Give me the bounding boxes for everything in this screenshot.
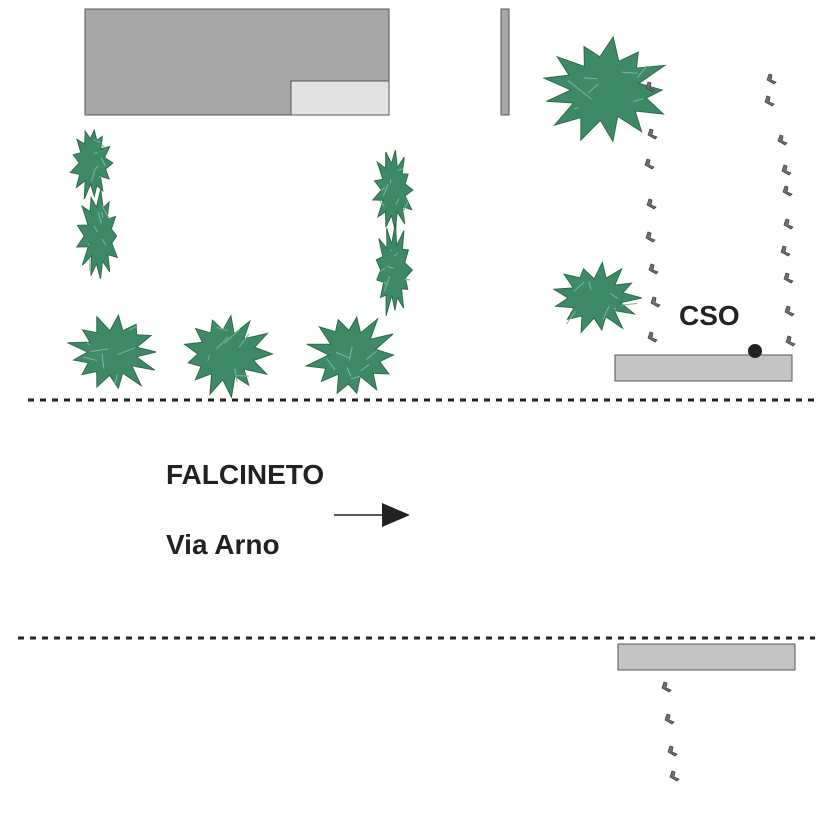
street-label: Via Arno — [166, 529, 280, 560]
pole-marker — [645, 81, 656, 93]
pole-marker — [648, 263, 659, 275]
pole-marker — [644, 158, 655, 170]
tree-shrub-1 — [67, 313, 157, 390]
pole-marker — [664, 713, 675, 725]
pole-marker — [784, 305, 795, 317]
pole-marker — [783, 218, 794, 230]
tree-shrub-3 — [304, 315, 395, 395]
pole-markers-layer — [644, 73, 796, 782]
pole-marker — [781, 164, 792, 176]
pole-marker — [764, 95, 775, 107]
pole-marker — [646, 198, 657, 210]
pole-marker — [650, 296, 661, 308]
tree-hedge-left-bottom — [75, 189, 119, 279]
pole-marker — [783, 272, 794, 284]
cso-label: CSO — [679, 300, 740, 331]
town-label: FALCINETO — [166, 459, 325, 490]
pole-marker — [647, 128, 658, 140]
tree-hedge-right-top — [371, 149, 414, 232]
pole-marker — [667, 745, 678, 757]
curb-south — [617, 643, 796, 671]
building-annex — [290, 80, 390, 116]
road-layer — [18, 398, 815, 640]
pole-marker — [766, 73, 777, 85]
pole-marker — [661, 681, 672, 693]
pole-marker — [780, 245, 791, 257]
pole-marker — [782, 185, 793, 197]
pole-marker — [785, 335, 796, 347]
trees-layer — [67, 35, 667, 399]
tree-shrub-2 — [183, 314, 274, 399]
buildings-layer — [84, 8, 796, 671]
flow-arrow-head — [382, 503, 410, 527]
tree-hedge-left-top — [69, 128, 114, 200]
pole-marker — [647, 331, 658, 343]
curb-north — [614, 354, 793, 382]
cso-point — [748, 344, 762, 358]
tree-small-right — [552, 260, 642, 334]
tree-hedge-right-bottom — [375, 223, 414, 316]
pole-marker — [669, 770, 680, 782]
pole-marker — [645, 231, 656, 243]
overlay-layer — [334, 344, 762, 527]
wall-segment — [500, 8, 510, 116]
tree-large-right — [542, 35, 667, 143]
pole-marker — [777, 134, 788, 146]
